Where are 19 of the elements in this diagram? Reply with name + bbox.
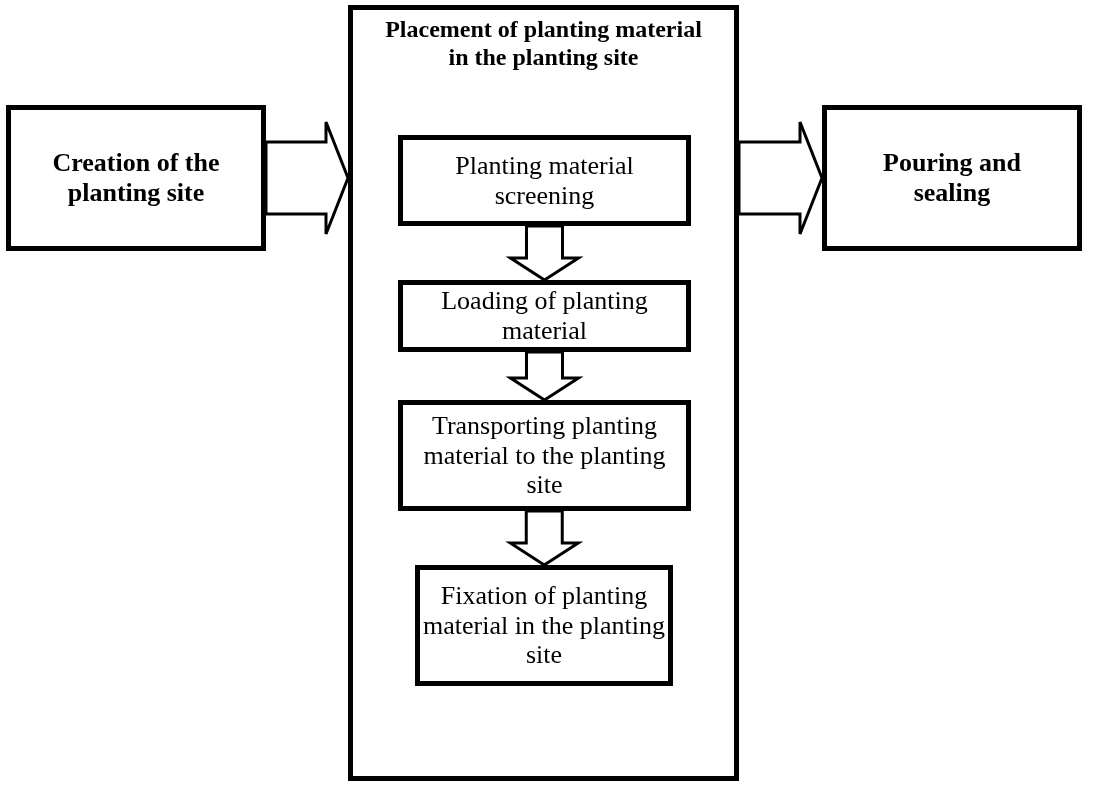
- step-label: Pouring and sealing: [882, 148, 1022, 208]
- block-arrow: [505, 509, 584, 567]
- step-label: Transporting planting material to the planting site: [422, 410, 667, 501]
- step-label: Loading of planting material: [440, 286, 649, 346]
- block-arrow: [505, 224, 584, 282]
- step-label: Fixation of planting material in the planting site: [422, 580, 666, 671]
- process-box: [398, 280, 691, 352]
- group-heading: Placement of planting material in the planting site: [384, 16, 703, 72]
- process-box: [398, 400, 691, 511]
- process-box: [6, 105, 266, 251]
- group-box: [348, 5, 739, 781]
- step-label: Creation of the planting site: [51, 148, 221, 208]
- block-arrow: [505, 350, 584, 402]
- step-label: Planting material screening: [454, 150, 635, 211]
- block-arrow: [264, 120, 350, 236]
- process-box: [398, 135, 691, 226]
- process-box: [415, 565, 673, 686]
- process-box: [822, 105, 1082, 251]
- block-arrow: [737, 120, 824, 236]
